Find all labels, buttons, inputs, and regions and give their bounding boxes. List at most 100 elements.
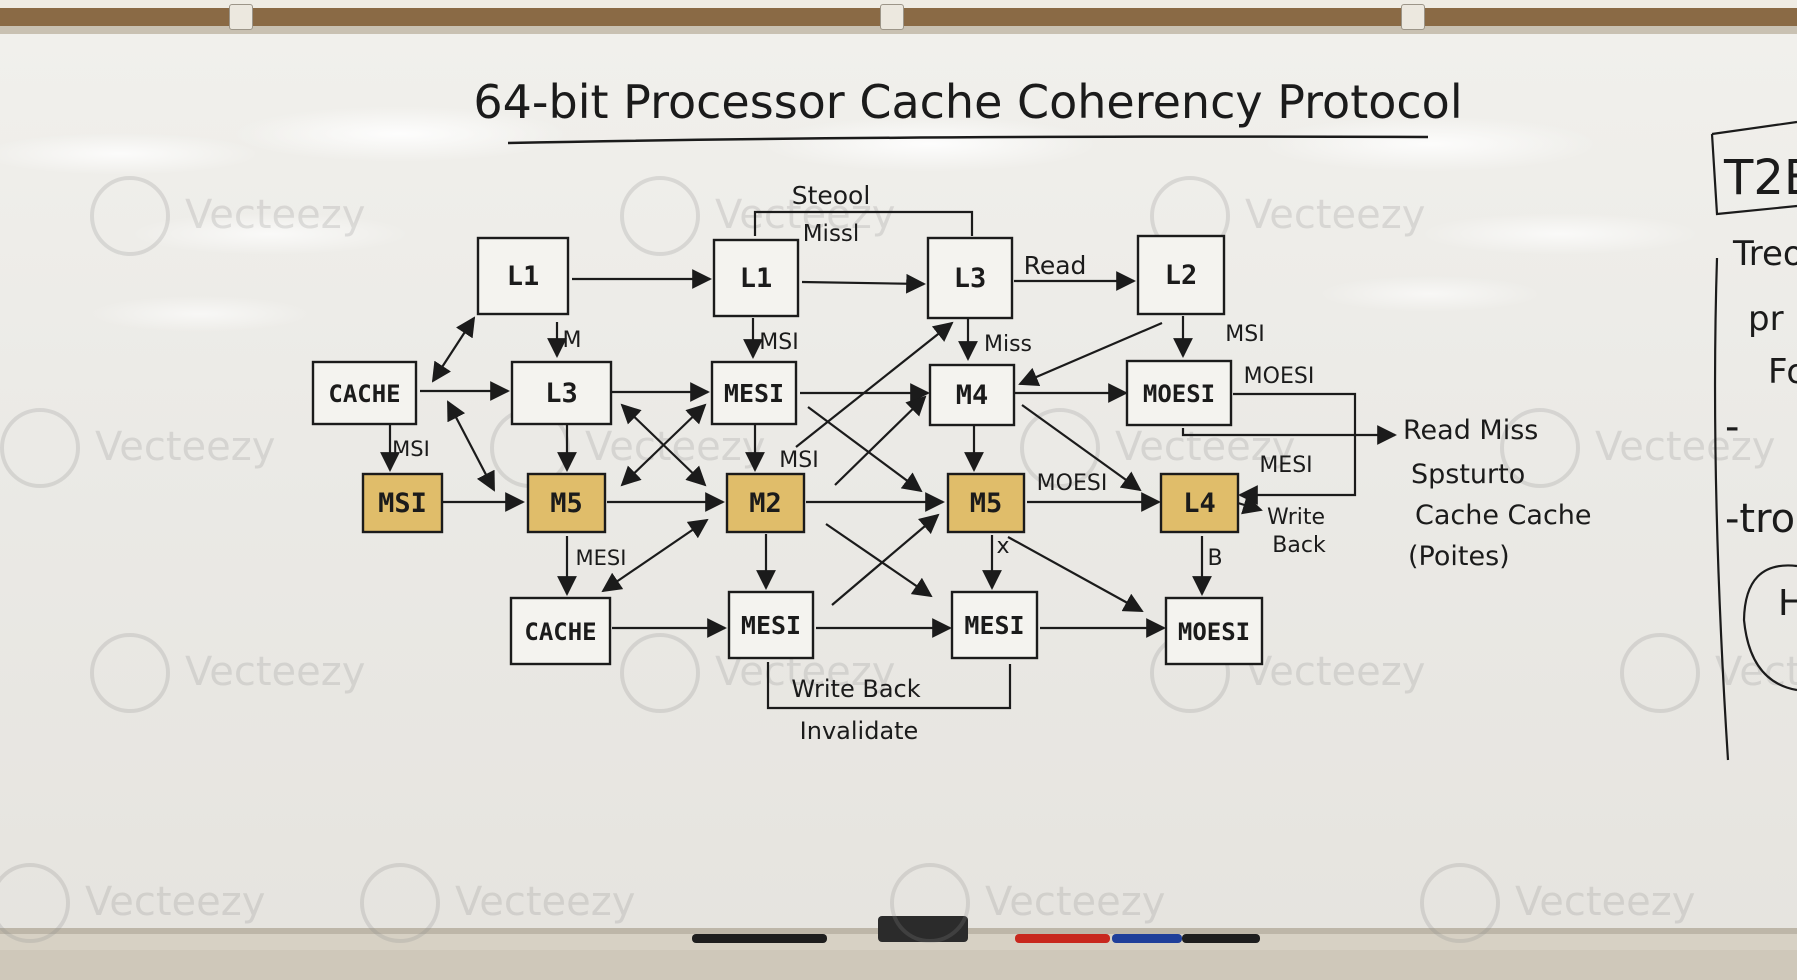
label-b: B [1207, 546, 1222, 571]
eraser [878, 916, 968, 942]
edge-layer [380, 210, 1397, 710]
steal-miss-bracket [753, 210, 974, 236]
watermark-logo-icon [1620, 633, 1700, 713]
node-label: L1 [507, 261, 540, 292]
node-box-outline [926, 236, 1014, 320]
node-label: L3 [954, 263, 987, 294]
watermark: Vecteezy [1500, 408, 1775, 488]
watermark-text: Vecteezy [1245, 192, 1425, 238]
node-mesi-box: MESI [950, 590, 1039, 660]
whiteboard-top-rail [0, 0, 1797, 36]
black-marker [692, 934, 827, 943]
label-msi: MSI [392, 437, 430, 461]
node-label: MSI [378, 488, 427, 519]
watermark-text: Vecteezy [185, 192, 365, 238]
node-box-outline [526, 472, 607, 534]
title-underline [507, 135, 1429, 145]
node-m5-box: M5 [526, 472, 607, 534]
watermark-text: Vecteezy [185, 649, 365, 695]
watermark-text: Vecteezy [95, 424, 275, 470]
right-note-dash: - [1725, 404, 1739, 450]
watermark-logo-icon [90, 176, 170, 256]
label-x-mark: x [996, 534, 1009, 559]
board-title: 64-bit Processor Cache Coherency Protoco… [473, 75, 1462, 129]
label-msi: MSI [1225, 322, 1264, 347]
node-label: L3 [545, 378, 578, 409]
node-m4-box: M4 [928, 363, 1016, 427]
node-box-outline [710, 360, 798, 426]
watermark-logo-icon [90, 633, 170, 713]
label-mesi: MESI [576, 546, 627, 570]
edge-label-layer: Steool Missl Read M MSI Miss MSI MOESI M… [392, 181, 1326, 745]
side-note-line-4: (Poites) [1408, 541, 1510, 572]
watermark-logo-icon [0, 408, 80, 488]
node-box-outline [1136, 234, 1226, 316]
right-note-t2e: T2E [1723, 150, 1797, 206]
node-cache-box: CACHE [509, 596, 612, 666]
node-mesi-box: MESI [727, 590, 815, 660]
label-miss-bracket: Missl [803, 221, 860, 247]
watermark: Vecteezy [1150, 633, 1425, 713]
node-label: CACHE [524, 618, 596, 646]
node-label: M2 [749, 488, 782, 519]
write-back-bracket [766, 662, 1012, 710]
right-panel-notes: T2E Treo pr Fo - -tro H [1710, 120, 1797, 761]
node-l3-box: L3 [510, 360, 613, 426]
node-label: MOESI [1143, 380, 1215, 408]
watermark-logo-icon [1420, 863, 1500, 943]
node-box-outline [1159, 472, 1240, 534]
node-box-outline [476, 236, 570, 316]
edge-bracket [1233, 392, 1357, 505]
whiteboard-surface [0, 34, 1797, 936]
rail-clip [880, 4, 904, 30]
watermark-text: Vecteezy [1595, 424, 1775, 470]
watermark-text: Vecteezy [985, 879, 1165, 925]
watermark-text: Vecteezy [715, 192, 895, 238]
edge-arrow [807, 406, 923, 493]
node-box-outline [311, 360, 418, 426]
node-box-outline [510, 360, 613, 426]
label-invalidate: Invalidate [800, 717, 919, 745]
edge-arrow [431, 316, 476, 383]
node-box-outline [361, 472, 444, 534]
watermark: Vecteezy [0, 408, 275, 488]
watermark: Vecteezy [1420, 863, 1695, 943]
edge-arrow [1237, 495, 1263, 515]
side-note-line-3: Cache Cache [1415, 500, 1592, 531]
label-msi: MSI [759, 330, 798, 355]
right-note-pr: pr [1748, 299, 1784, 339]
watermark: Vecteezy [1620, 633, 1797, 713]
edge-arrow [1021, 404, 1142, 492]
node-label: MOESI [1178, 618, 1250, 646]
watermark: Vecteezy [360, 863, 635, 943]
rail-clip [229, 4, 253, 30]
node-moesi-box: MOESI [1125, 359, 1233, 427]
label-mesi: MESI [1259, 453, 1312, 478]
node-l3-box: L3 [926, 236, 1014, 320]
right-note-treo: Treo [1732, 234, 1797, 274]
blue-marker [1112, 934, 1182, 943]
label-write: Write [1267, 505, 1325, 530]
watermark-logo-icon [360, 863, 440, 943]
node-box-outline [946, 472, 1026, 534]
label-read: Read [1024, 251, 1087, 280]
watermark: Vecteezy [620, 176, 895, 256]
node-box-outline [727, 590, 815, 660]
side-note: Read Miss Spsturto Cache Cache (Poites) [1403, 415, 1592, 572]
node-box-outline [928, 363, 1016, 427]
black-marker-2 [1182, 934, 1260, 943]
watermark-text: Vecteezy [1715, 649, 1797, 695]
node-box-outline [712, 238, 800, 318]
label-m: M [563, 328, 582, 353]
node-l1-box: L1 [712, 238, 800, 318]
red-marker [1015, 934, 1110, 943]
node-label: M5 [970, 488, 1003, 519]
side-note-line-2: Spsturto [1411, 459, 1525, 490]
edge-arrow [447, 400, 495, 492]
label-moesi: MOESI [1244, 364, 1315, 389]
edge-arrow [601, 518, 709, 593]
watermark-logo-icon [0, 863, 70, 943]
label-msi: MSI [779, 448, 818, 473]
edge-arrow [831, 513, 940, 606]
